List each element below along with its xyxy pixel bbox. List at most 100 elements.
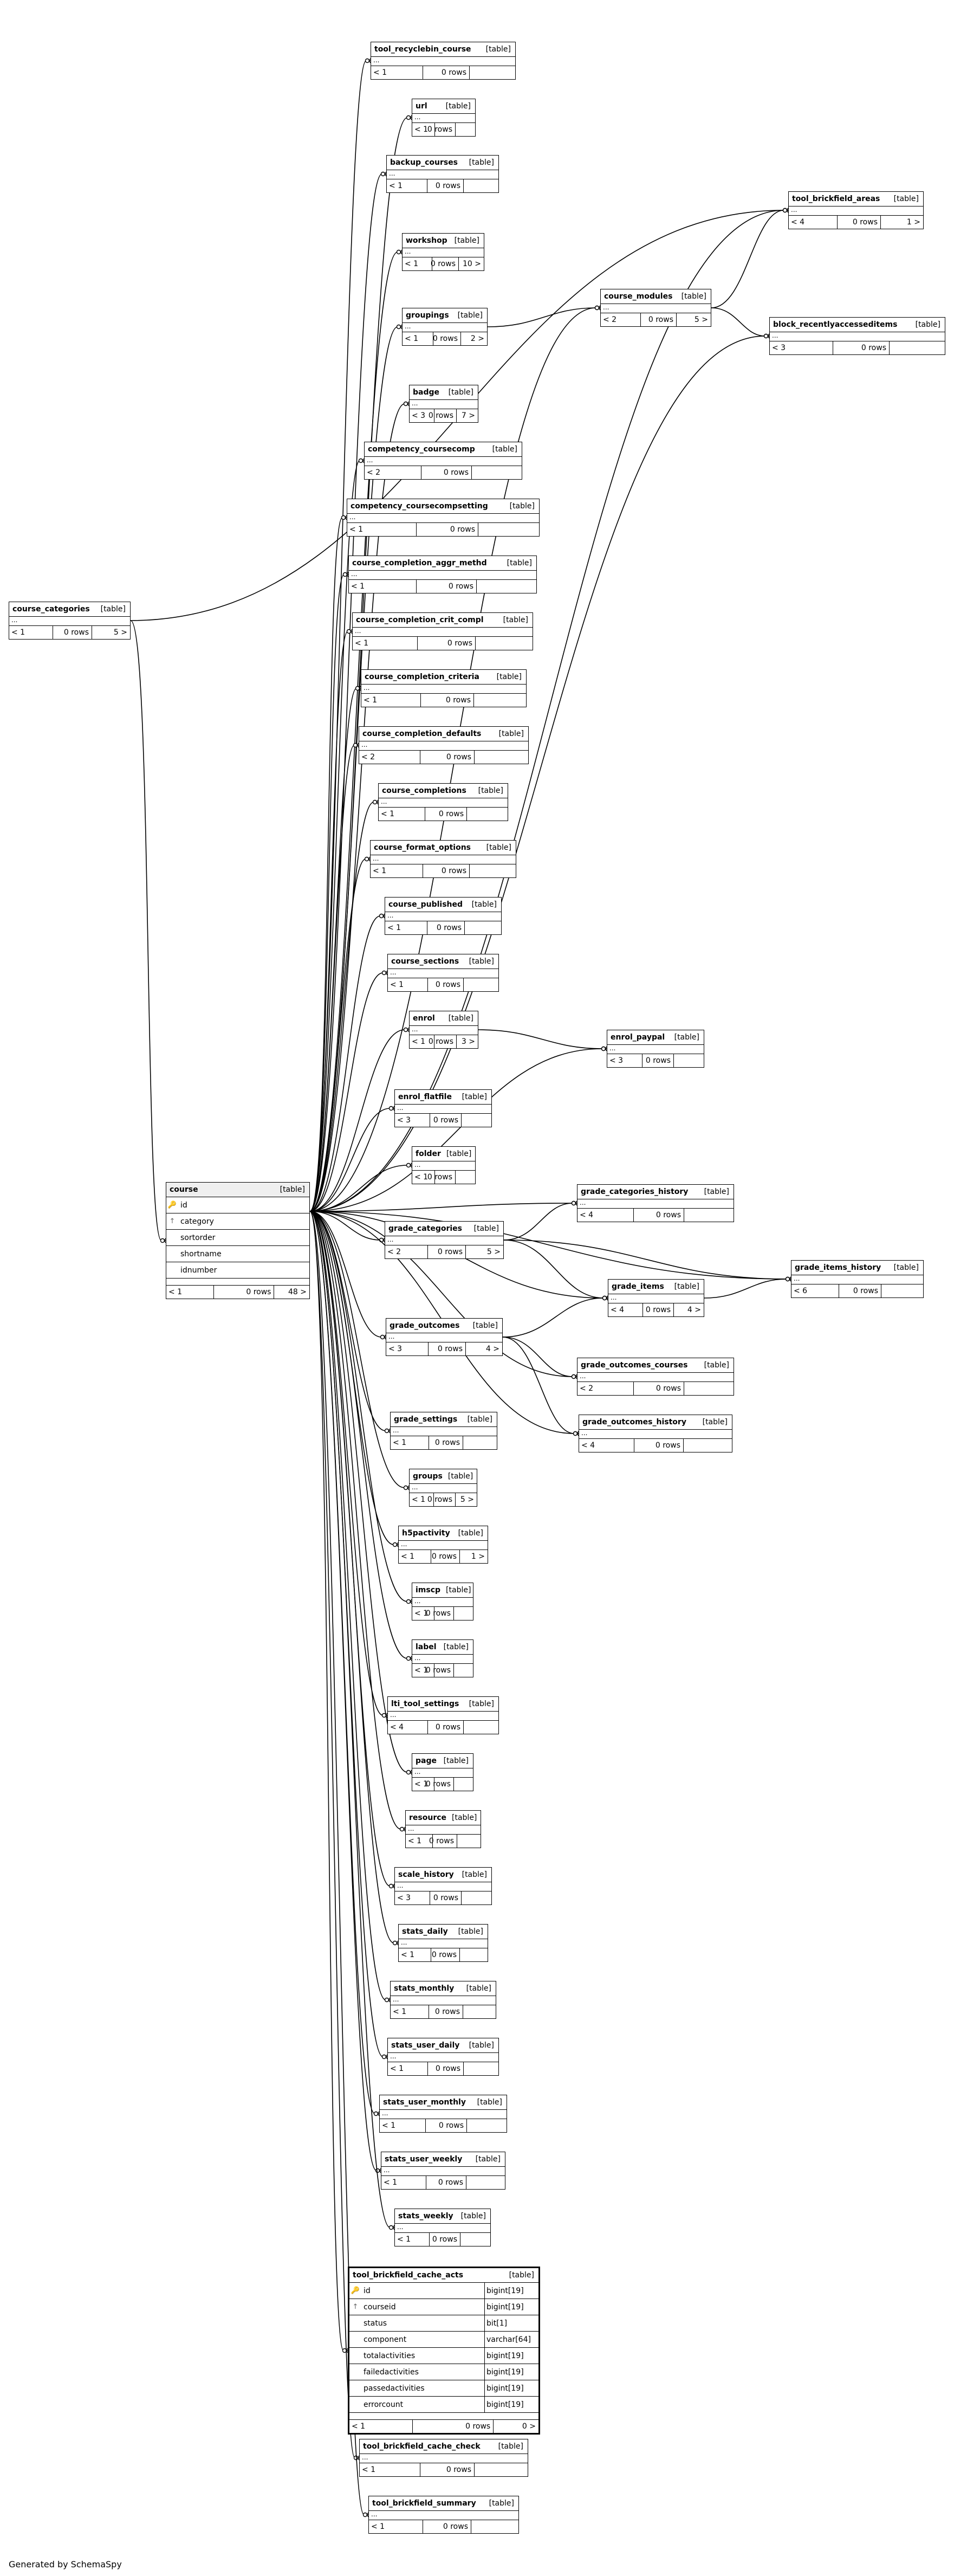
table-name[interactable]: groups <box>413 1472 443 1481</box>
parents-count[interactable]: < 3 <box>386 1342 429 1355</box>
collapsed-columns[interactable]: ... <box>379 798 508 808</box>
collapsed-columns[interactable]: ... <box>385 1236 503 1245</box>
children-count[interactable] <box>471 2520 518 2533</box>
table-name[interactable]: tool_brickfield_areas <box>792 195 880 203</box>
parents-count[interactable]: < 1 <box>381 2176 426 2189</box>
collapsed-columns[interactable]: ... <box>395 2224 490 2233</box>
children-count[interactable] <box>477 580 536 593</box>
children-count[interactable] <box>478 523 539 536</box>
collapsed-columns[interactable]: ... <box>371 57 515 66</box>
column-row[interactable]: idnumber <box>166 1262 309 1279</box>
children-count[interactable]: 5 > <box>694 315 708 324</box>
parents-count[interactable]: < 1 <box>403 332 433 345</box>
table-name[interactable]: enrol <box>413 1014 435 1023</box>
collapsed-columns[interactable]: ... <box>359 741 528 751</box>
collapsed-columns[interactable]: ... <box>403 323 487 332</box>
children-count[interactable]: 5 > <box>460 1495 474 1504</box>
table-name[interactable]: grade_items <box>612 1282 664 1291</box>
children-count[interactable] <box>684 1382 734 1395</box>
parents-count[interactable]: < 1 <box>412 123 435 136</box>
parents-count[interactable]: < 1 <box>387 179 427 192</box>
table-name[interactable]: grade_categories <box>388 1224 462 1233</box>
table-name[interactable]: enrol_flatfile <box>398 1093 452 1101</box>
children-count[interactable] <box>464 179 498 192</box>
table-name[interactable]: enrol_paypal <box>611 1033 665 1042</box>
table-name[interactable]: course_format_options <box>374 843 471 852</box>
collapsed-columns[interactable]: ... <box>371 855 516 864</box>
children-count[interactable] <box>470 66 515 79</box>
table-name[interactable]: grade_outcomes_history <box>582 1418 686 1426</box>
parents-count[interactable]: < 2 <box>577 1382 634 1395</box>
parents-count[interactable]: < 1 <box>360 2463 420 2476</box>
table-name[interactable]: url <box>416 102 427 111</box>
table-name[interactable]: competency_coursecomp <box>368 445 475 454</box>
table-tool-brickfield-cache-check[interactable]: tool_brickfield_cache_check[table]...< 1… <box>359 2439 528 2477</box>
parents-count[interactable]: < 6 <box>791 1284 839 1297</box>
children-count[interactable]: 1 > <box>906 218 920 227</box>
parents-count[interactable]: < 1 <box>412 1171 435 1184</box>
table-name[interactable]: tool_brickfield_summary <box>372 2499 476 2508</box>
children-count[interactable] <box>472 466 522 479</box>
children-count[interactable] <box>460 1948 488 1961</box>
table-course-completion-aggr-methd[interactable]: course_completion_aggr_methd[table]...< … <box>348 556 537 593</box>
table-name[interactable]: stats_user_weekly <box>385 2155 463 2164</box>
collapsed-columns[interactable]: ... <box>608 1294 704 1303</box>
parents-count[interactable]: < 1 <box>388 2062 428 2075</box>
parents-count[interactable]: < 4 <box>608 1303 643 1316</box>
parents-count[interactable]: < 1 <box>391 1436 429 1449</box>
collapsed-columns[interactable]: ... <box>395 1882 491 1891</box>
parents-count[interactable]: < 1 <box>369 2520 423 2533</box>
collapsed-columns[interactable]: ... <box>399 1541 488 1550</box>
parents-count[interactable]: < 1 <box>379 808 425 821</box>
table-name[interactable]: grade_outcomes <box>390 1321 460 1330</box>
children-count[interactable] <box>454 1778 473 1791</box>
table-name[interactable]: stats_weekly <box>398 2212 453 2220</box>
collapsed-columns[interactable]: ... <box>607 1045 704 1054</box>
children-count[interactable] <box>474 694 526 707</box>
collapsed-columns[interactable]: ... <box>601 304 711 313</box>
children-count[interactable]: 1 > <box>471 1552 485 1561</box>
collapsed-columns[interactable]: ... <box>380 2110 507 2119</box>
table-name[interactable]: course_categories <box>12 605 90 614</box>
collapsed-columns[interactable]: ... <box>391 1996 496 2005</box>
children-count[interactable] <box>467 2119 507 2132</box>
parents-count[interactable]: < 1 <box>385 921 427 934</box>
children-count[interactable]: 3 > <box>461 1037 475 1046</box>
table-name[interactable]: course_completion_crit_compl <box>356 616 484 624</box>
parents-count[interactable]: < 4 <box>388 1721 428 1734</box>
children-count[interactable] <box>454 1664 473 1677</box>
collapsed-columns[interactable]: ... <box>9 617 130 626</box>
parents-count[interactable]: < 3 <box>395 1114 430 1127</box>
table-name[interactable]: tool_recyclebin_course <box>374 45 471 54</box>
children-count[interactable]: 5 > <box>486 1248 501 1256</box>
column-row[interactable]: sortorder <box>166 1230 309 1246</box>
collapsed-columns[interactable]: ... <box>369 2511 518 2520</box>
column-row[interactable]: ↑category <box>166 1213 309 1230</box>
collapsed-columns[interactable]: ... <box>412 1655 473 1664</box>
collapsed-columns[interactable]: ... <box>789 206 923 216</box>
children-count[interactable]: 0 > <box>522 2422 536 2431</box>
children-count[interactable] <box>475 2463 528 2476</box>
collapsed-columns[interactable]: ... <box>387 170 498 179</box>
table-name[interactable]: course_completions <box>382 786 466 795</box>
table-name[interactable]: h5pactivity <box>402 1529 450 1538</box>
parents-count[interactable]: < 4 <box>789 216 838 229</box>
children-count[interactable] <box>456 123 475 136</box>
collapsed-columns[interactable]: ... <box>388 1712 498 1721</box>
table-name[interactable]: badge <box>413 388 440 397</box>
collapsed-columns[interactable]: ... <box>406 1825 481 1835</box>
collapsed-columns[interactable]: ... <box>412 1161 475 1171</box>
children-count[interactable] <box>456 1171 475 1184</box>
children-count[interactable] <box>454 1607 473 1620</box>
children-count[interactable] <box>470 864 516 877</box>
